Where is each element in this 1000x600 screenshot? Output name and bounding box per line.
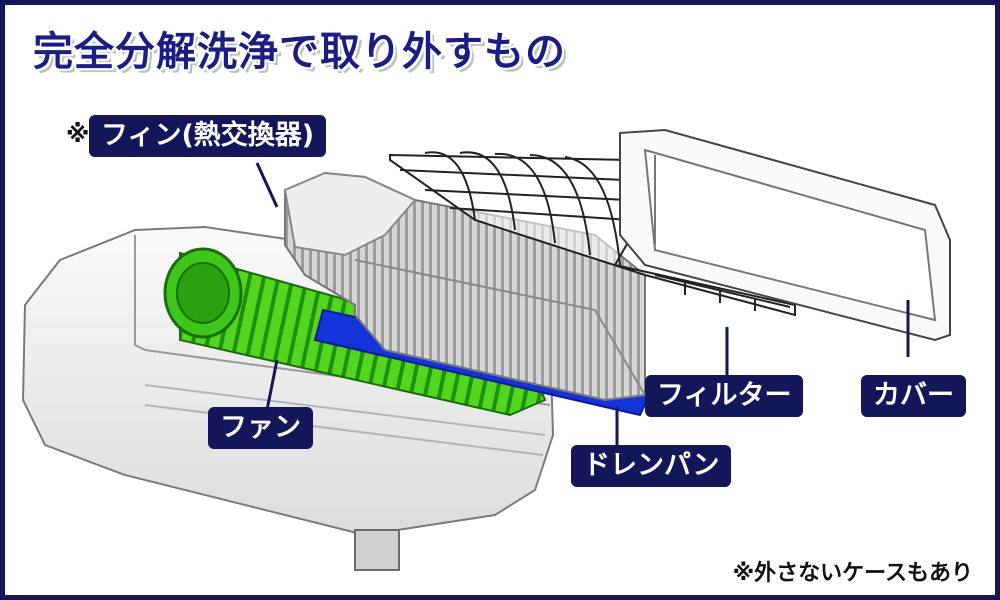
aircon-illustration [21, 128, 951, 571]
drain-pan-label: ドレンパン [571, 445, 732, 487]
cover-part [619, 128, 951, 342]
fan-label: ファン [208, 407, 313, 449]
footnote: ※外さないケースもあり [732, 561, 973, 586]
drain-outlet [354, 529, 400, 571]
callout-lines [255, 162, 910, 447]
fin-mark: ※ [66, 120, 90, 148]
filter-label: フィルター [645, 375, 804, 417]
fin-label: フィン(熱交換器) [89, 115, 327, 157]
page-title: 完全分解洗浄で取り外すもの [33, 29, 566, 75]
cover-label: カバー [861, 375, 966, 417]
